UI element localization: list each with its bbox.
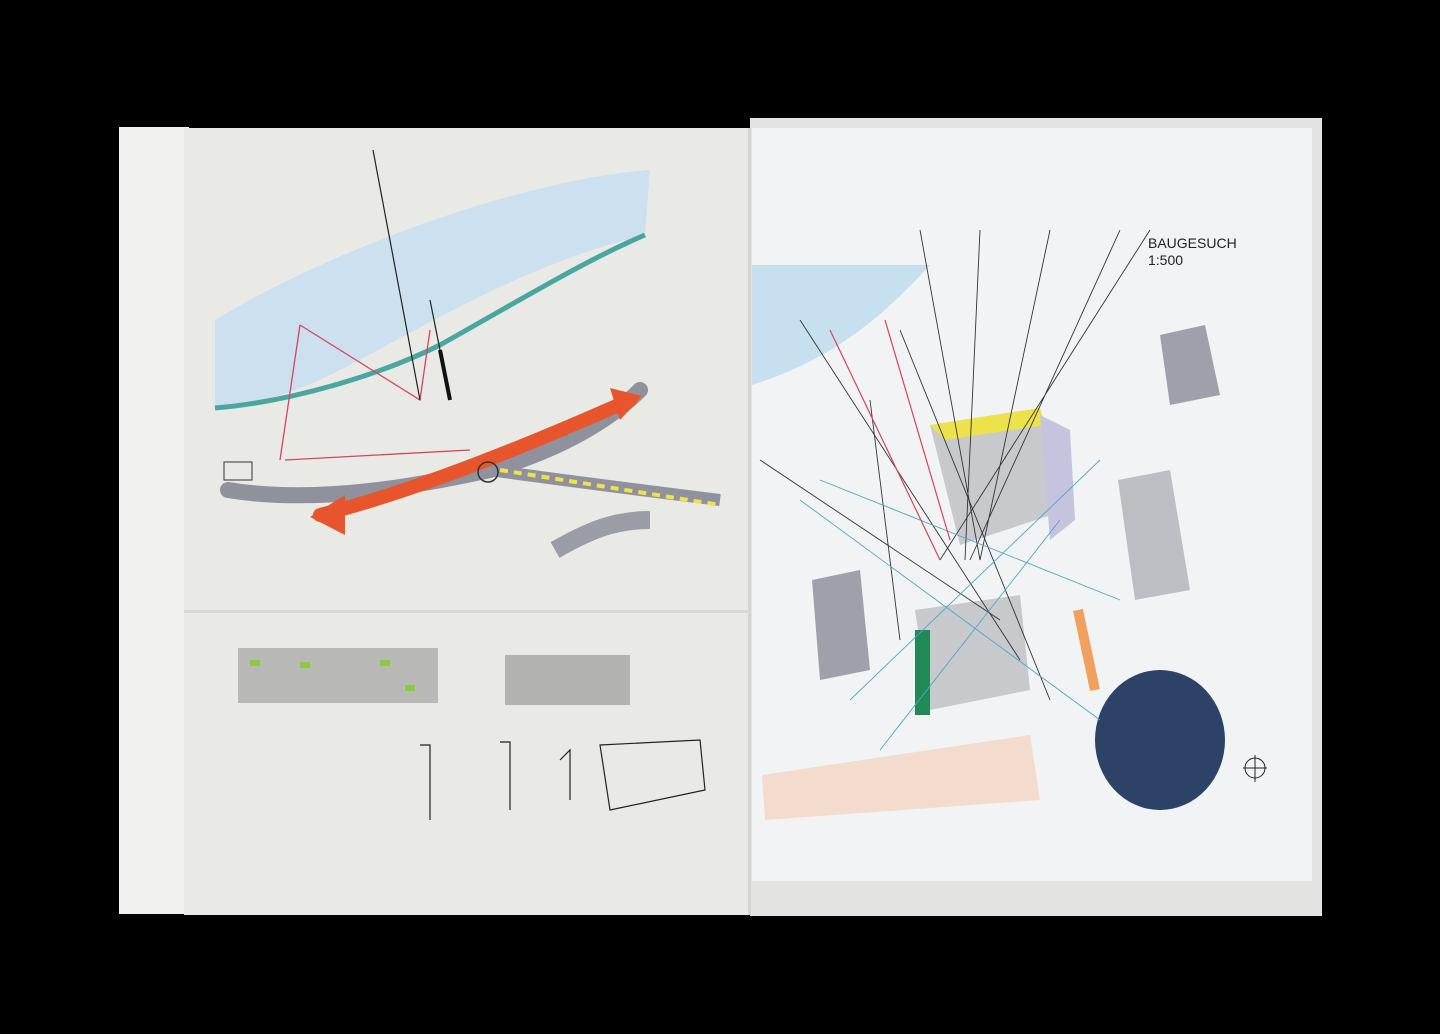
facade-sketches [238, 648, 706, 820]
road-solothurn [220, 382, 648, 504]
orange-arrowhead-left [310, 495, 345, 535]
site-plan [752, 229, 1267, 820]
neighbour-building-2 [1118, 470, 1190, 600]
road-east [489, 464, 721, 506]
orange-arrow [313, 393, 637, 522]
neighbour-building-1 [1160, 325, 1220, 405]
yellow-path [499, 468, 721, 507]
orange-arrowhead-right [610, 388, 642, 420]
blue-rays [799, 459, 1121, 751]
green-marker [915, 630, 930, 715]
plan-scale: 1:500 [1148, 252, 1184, 268]
building-shadow [1040, 415, 1075, 540]
blue-ink-circle [1095, 670, 1225, 810]
plan-river [752, 265, 930, 385]
hatched-zone [762, 735, 1040, 820]
building-lower [915, 595, 1030, 710]
riverbank [214, 232, 646, 411]
orange-arrow-plan [1073, 608, 1100, 692]
bold-arrow [438, 349, 452, 401]
facade-sketch-2 [505, 655, 630, 705]
north-arrow-icon [1243, 755, 1267, 782]
page-edge-left [119, 127, 189, 914]
facade-sketch-1 [238, 648, 438, 703]
river [215, 170, 650, 408]
page-divider [184, 610, 749, 613]
view-rays [759, 229, 1151, 701]
section-sketches [420, 739, 706, 820]
site-sketch [214, 149, 721, 558]
plan-title: BAUGESUCH [1148, 235, 1237, 251]
neighbour-building-3 [812, 570, 870, 680]
book-spine [748, 128, 751, 915]
building-upper [930, 408, 1060, 545]
roundabout [477, 461, 499, 483]
plan-title-block: BAUGESUCH 1:500 [1148, 235, 1237, 269]
building-outline [223, 461, 253, 481]
building-upper-yellow [930, 408, 1045, 440]
red-rays [829, 319, 951, 561]
road-bern [550, 511, 651, 558]
